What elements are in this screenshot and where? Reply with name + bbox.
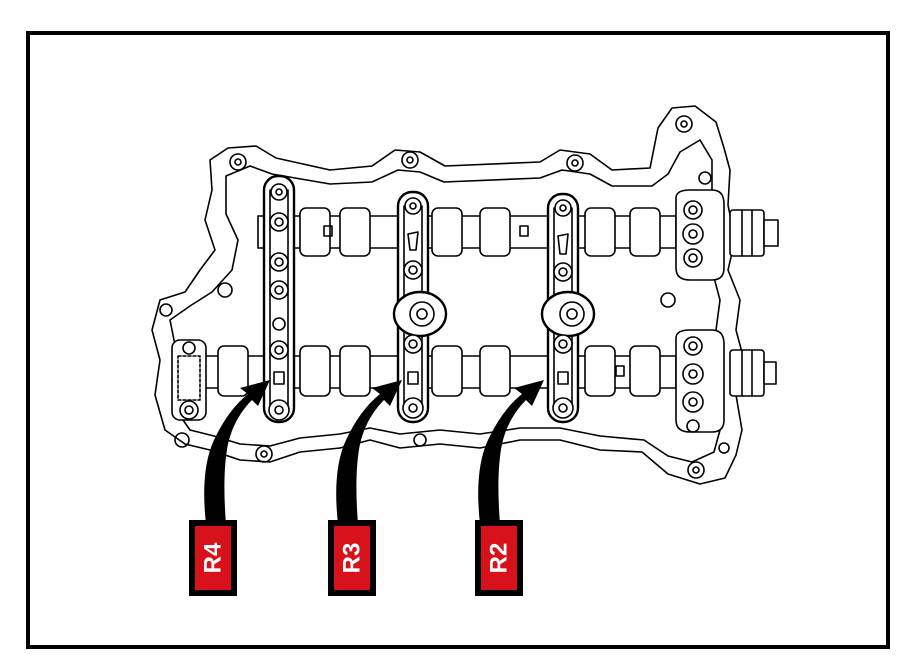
arrow-r4 [204,380,270,524]
intake-camshaft [257,207,779,257]
front-bearing-cap-lower [675,329,725,433]
flange-bolt-holes [159,115,730,479]
label-r2: R2 [475,520,523,596]
callout-arrows [204,380,544,524]
bearing-cap-r3 [392,190,448,424]
head-outline [151,105,745,485]
bearing-cap-r4 [262,174,296,424]
label-r3-text: R3 [339,543,366,574]
left-end-cap [171,339,207,421]
engine-head-drawing [151,105,779,485]
arrow-r2 [478,380,544,524]
label-r4: R4 [189,520,237,596]
diagram-frame [26,31,890,649]
front-bearing-cap-upper [675,189,725,281]
label-r3: R3 [328,520,376,596]
label-r4-text: R4 [200,542,227,573]
bearing-cap-r2 [540,192,596,424]
label-r2-text: R2 [486,543,513,574]
arrow-r3 [336,380,402,524]
